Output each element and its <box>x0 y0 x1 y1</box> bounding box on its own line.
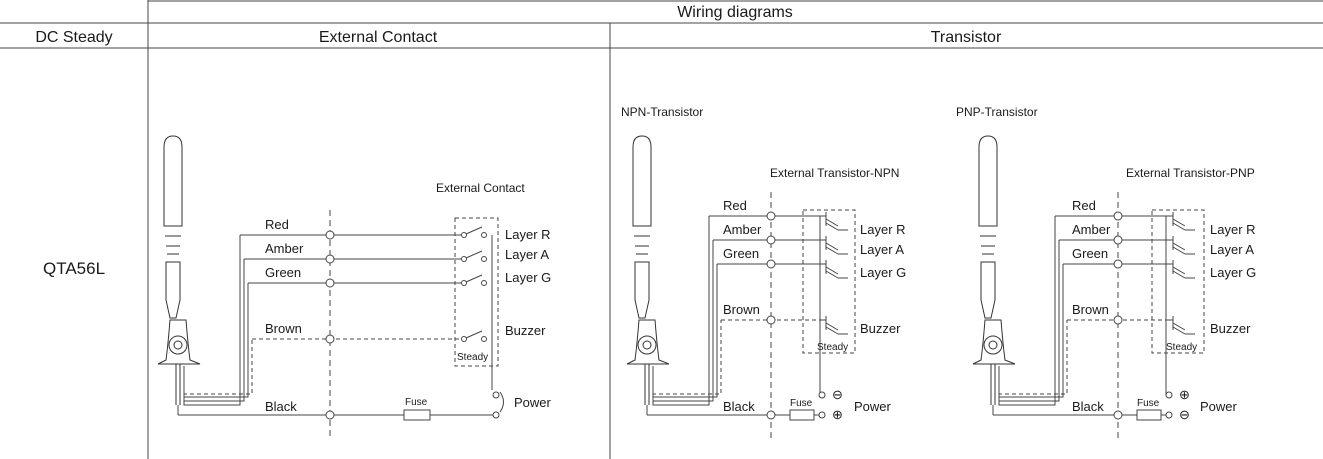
layer-label-a: Layer A <box>860 242 904 257</box>
wire-lines <box>1055 192 1205 440</box>
layer-label-a: Layer A <box>505 247 549 262</box>
signal-tower-icon <box>626 135 670 405</box>
power-label: Power <box>1200 399 1238 414</box>
npn-title: NPN-Transistor <box>621 105 703 119</box>
power-label: Power <box>514 395 552 410</box>
junction-nodes <box>1113 211 1123 420</box>
power-terminals <box>1165 391 1173 419</box>
steady-label: Steady <box>817 342 848 353</box>
pnp-transistor-diagram: PNP-Transistor <box>956 105 1256 440</box>
npn-transistors <box>820 212 848 335</box>
buzzer-label: Buzzer <box>1210 321 1251 336</box>
power-label: Power <box>854 399 892 414</box>
wire-label-brown: Brown <box>265 321 302 336</box>
wire-label-brown: Brown <box>1072 302 1109 317</box>
power-switch <box>492 391 504 419</box>
steady-label: Steady <box>1166 342 1197 353</box>
contact-switches <box>461 226 487 342</box>
layer-label-g: Layer G <box>505 270 551 285</box>
pnp-title: PNP-Transistor <box>956 105 1038 119</box>
wire-label-green: Green <box>723 246 759 261</box>
header-dc-steady: DC Steady <box>35 29 112 46</box>
wire-label-amber: Amber <box>265 241 304 256</box>
signal-tower-icon <box>972 135 1016 405</box>
external-contact-diagram: External Contact Red Amber Green Brown B… <box>157 135 552 440</box>
wire-label-black: Black <box>1072 399 1104 414</box>
layer-label-r: Layer R <box>1210 222 1256 237</box>
power-terminals <box>818 391 826 419</box>
layer-label-a: Layer A <box>1210 242 1254 257</box>
fuse-label: Fuse <box>405 397 428 408</box>
fuse-label: Fuse <box>1137 398 1160 409</box>
layer-label-g: Layer G <box>1210 265 1256 280</box>
tower-wires <box>992 216 1075 416</box>
fuse-icon <box>1136 409 1162 421</box>
external-group-label: External Contact <box>436 181 525 195</box>
power-sign-top: ⊕ <box>1179 387 1190 402</box>
buzzer-label: Buzzer <box>505 323 546 338</box>
wire-label-green: Green <box>1072 246 1108 261</box>
pnp-transistors <box>1166 212 1195 335</box>
header-wiring-diagrams: Wiring diagrams <box>677 4 793 21</box>
power-sign-top: ⊖ <box>832 387 843 402</box>
wire-label-amber: Amber <box>1072 222 1111 237</box>
signal-tower-icon <box>157 135 201 405</box>
layer-label-r: Layer R <box>505 227 551 242</box>
header-external-contact: External Contact <box>319 29 438 46</box>
tower-wires <box>646 216 729 416</box>
layer-label-g: Layer G <box>860 265 906 280</box>
wire-label-green: Green <box>265 265 301 280</box>
power-sign-bottom: ⊖ <box>1179 407 1190 422</box>
wire-label-brown: Brown <box>723 302 760 317</box>
fuse-label: Fuse <box>790 398 813 409</box>
junction-nodes <box>766 211 776 420</box>
model-label: QTA56L <box>43 259 105 278</box>
buzzer-label: Buzzer <box>860 321 901 336</box>
npn-group-label: External Transistor-NPN <box>770 166 899 180</box>
wire-label-red: Red <box>723 198 747 213</box>
junction-nodes <box>325 230 335 420</box>
fuse-icon <box>789 409 815 421</box>
power-sign-bottom: ⊕ <box>832 407 843 422</box>
wire-label-red: Red <box>1072 198 1096 213</box>
steady-label: Steady <box>457 352 488 363</box>
tower-wires <box>177 235 260 416</box>
wire-label-black: Black <box>265 399 297 414</box>
pnp-group-label: External Transistor-PNP <box>1126 166 1255 180</box>
layer-label-r: Layer R <box>860 222 906 237</box>
wire-label-black: Black <box>723 399 755 414</box>
header-transistor: Transistor <box>931 29 1002 46</box>
fuse-icon <box>403 409 431 421</box>
wire-label-red: Red <box>265 217 289 232</box>
wire-label-amber: Amber <box>723 222 762 237</box>
npn-transistor-diagram: NPN-Transistor <box>621 105 906 440</box>
